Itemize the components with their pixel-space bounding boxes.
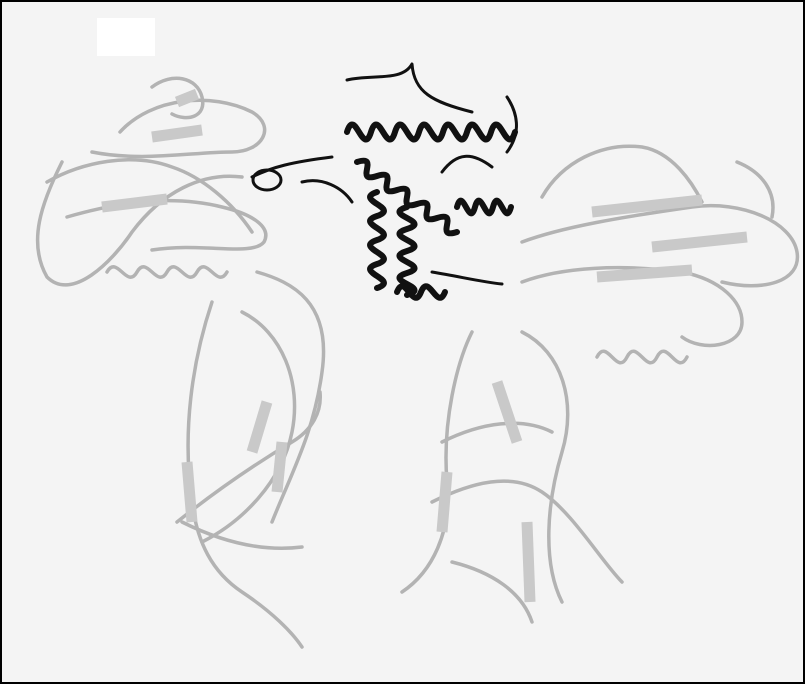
dark-loop-ring — [253, 170, 281, 190]
strand-lr-2 — [497, 382, 517, 442]
strand-ll-1 — [187, 462, 192, 522]
dark-loop-4 — [442, 156, 492, 172]
loop-ll-4 — [202, 312, 295, 542]
strand-lr-3 — [527, 522, 530, 602]
strand-ll-2 — [252, 402, 267, 452]
strand-ur-3 — [652, 237, 747, 247]
loop-ul-3 — [67, 201, 266, 250]
dark-loop-6 — [507, 97, 516, 152]
dark-helix-long — [399, 207, 414, 295]
loop-lr-4 — [442, 423, 552, 442]
loop-ur-1 — [542, 146, 702, 202]
strand-ul-2 — [152, 130, 202, 137]
dark-helix-vertical — [370, 192, 384, 288]
dark-loop-5 — [432, 272, 502, 284]
strand-lr-1 — [442, 472, 447, 532]
helix-ur — [597, 351, 687, 363]
upper-left-light-domain — [38, 78, 266, 285]
dark-loop-2 — [252, 157, 332, 177]
loop-ll-1 — [188, 302, 302, 647]
upper-right-light-domain — [522, 146, 797, 363]
strand-ll-3 — [277, 442, 282, 492]
strand-ur-2 — [597, 270, 692, 277]
dark-loop-1 — [347, 64, 472, 112]
dark-loop-3 — [302, 181, 352, 202]
loop-lr-5 — [452, 562, 532, 622]
dark-helical-domain — [252, 64, 516, 298]
helix-ul — [107, 267, 227, 277]
lower-right-light-domain — [402, 332, 622, 622]
strand-ur-1 — [592, 200, 702, 212]
dark-helix-small — [457, 201, 511, 214]
lower-left-light-domain — [177, 272, 324, 647]
strand-ul-3 — [177, 94, 197, 102]
dark-helix-horizontal — [347, 124, 515, 139]
loop-lr-1 — [402, 332, 472, 592]
